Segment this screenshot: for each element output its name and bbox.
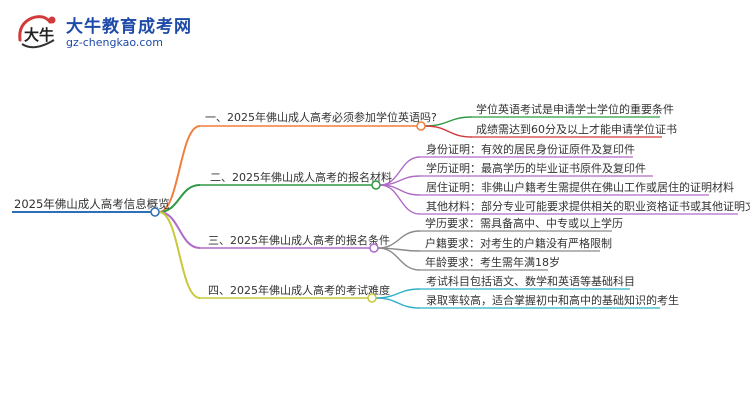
branch-dot-1	[416, 121, 426, 131]
leaf-1-2: 成绩需达到60分及以上才能申请学位证书	[476, 122, 677, 136]
root-node-label: 2025年佛山成人高考信息概览	[14, 197, 170, 211]
logo-url: gz-chengkao.com	[66, 36, 163, 49]
leaf-3-3: 年龄要求：考生需年满18岁	[425, 255, 560, 269]
leaf-2-3: 居住证明：非佛山户籍考生需提供在佛山工作或居住的证明材料	[426, 180, 734, 194]
branch-label-4: 四、2025年佛山成人高考的考试难度	[208, 283, 390, 297]
branch-3[interactable]: 三、2025年佛山成人高考的报名条件	[200, 233, 390, 253]
branch-4[interactable]: 四、2025年佛山成人高考的考试难度	[200, 283, 390, 303]
logo-mark-icon: 大牛	[18, 15, 56, 49]
leaf-group-2: 身份证明：有效的居民身份证原件及复印件 学历证明：最高学历的毕业证书原件及复印件…	[420, 142, 750, 215]
leaf-group-4: 考试科目包括语文、数学和英语等基础科目 录取率较高，适合掌握初中和高中的基础知识…	[420, 274, 679, 309]
leaf-2-4: 其他材料：部分专业可能要求提供相关的职业资格证书或其他证明文件	[426, 199, 750, 213]
logo-mark-text: 大牛	[24, 26, 54, 44]
site-logo[interactable]: 大牛 大牛教育成考网 gz-chengkao.com	[14, 10, 244, 56]
edge-branch-2-leaf-4	[379, 184, 421, 215]
branch-label-3: 三、2025年佛山成人高考的报名条件	[208, 233, 390, 247]
branch-label-1: 一、2025年佛山成人高考必须参加学位英语吗?	[205, 110, 437, 124]
leaf-4-1: 考试科目包括语文、数学和英语等基础科目	[426, 274, 635, 288]
branch-2[interactable]: 二、2025年佛山成人高考的报名材料	[200, 170, 392, 190]
branch-dot-2	[371, 180, 381, 190]
mind-map-edges	[158, 116, 473, 309]
edge-root-branch-2	[158, 184, 201, 213]
branch-label-2: 二、2025年佛山成人高考的报名材料	[210, 170, 392, 184]
leaf-group-3: 学历要求：需具备高中、中专或以上学历 户籍要求：对考生的户籍没有严格限制 年龄要…	[420, 216, 623, 271]
leaf-3-1: 学历要求：需具备高中、中专或以上学历	[425, 216, 623, 230]
branch-dot-4	[367, 293, 377, 303]
leaf-group-1: 学位英语考试是申请学士学位的重要条件 成绩需达到60分及以上才能申请学位证书	[472, 102, 677, 138]
edge-root-branch-3	[158, 211, 201, 249]
branch-dot-3	[369, 243, 379, 253]
branch-1[interactable]: 一、2025年佛山成人高考必须参加学位英语吗?	[200, 110, 437, 131]
edge-branch-4-leaf-2	[375, 297, 421, 309]
edge-root-branch-4	[158, 211, 201, 299]
logo-title: 大牛教育成考网	[66, 17, 192, 37]
leaf-2-1: 身份证明：有效的居民身份证原件及复印件	[426, 142, 635, 156]
leaf-4-2: 录取率较高，适合掌握初中和高中的基础知识的考生	[426, 293, 679, 307]
root-node-dot[interactable]	[150, 207, 160, 217]
leaf-1-1: 学位英语考试是申请学士学位的重要条件	[476, 102, 674, 116]
edge-branch-3-leaf-3	[377, 247, 421, 271]
edge-root-branch-1	[158, 125, 201, 213]
leaf-2-2: 学历证明：最高学历的毕业证书原件及复印件	[426, 161, 646, 175]
leaf-3-2: 户籍要求：对考生的户籍没有严格限制	[425, 236, 612, 250]
edge-branch-1-leaf-2	[424, 125, 473, 138]
